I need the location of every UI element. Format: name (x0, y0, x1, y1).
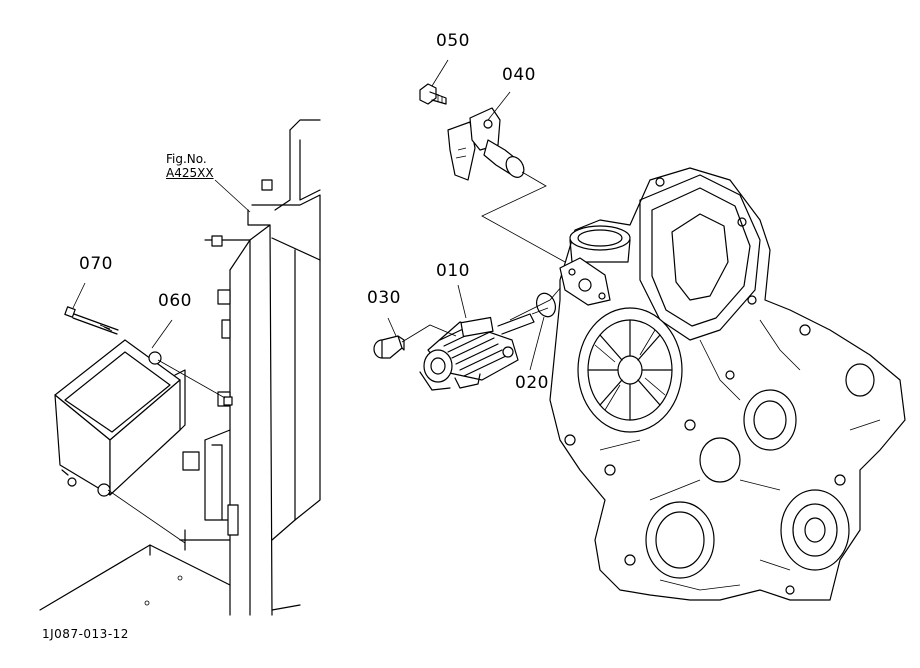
plug-mount-leader (401, 324, 457, 343)
tensioner-axis-line2 (509, 285, 563, 321)
callout-050: 050 (436, 31, 470, 51)
fig-ref-line2: A425XX (166, 166, 214, 180)
sensor-040 (447, 107, 525, 181)
callout-010: 010 (436, 261, 470, 281)
leader-070 (72, 282, 86, 309)
plug-030 (373, 335, 405, 359)
leader-010 (457, 284, 467, 319)
callout-020: 020 (515, 373, 549, 393)
fig-ref-line1: Fig.No. (166, 152, 207, 166)
callout-060: 060 (158, 291, 192, 311)
sensor-mount-leader (481, 171, 566, 263)
leader-060 (151, 319, 173, 349)
box-leader-bottom (107, 489, 186, 544)
leader-050 (431, 59, 449, 87)
leader-030 (387, 317, 397, 337)
bolt-050 (419, 83, 447, 105)
leader-040 (487, 91, 511, 121)
fig-ref-leader (214, 179, 251, 213)
box-leader-top (157, 359, 226, 399)
frame-bracket (39, 119, 321, 616)
callout-070: 070 (79, 254, 113, 274)
fig-ref-label: Fig.No. A425XX (166, 152, 214, 180)
drawing-number: 1J087-013-12 (42, 627, 129, 641)
controller-box (54, 339, 186, 497)
callout-040: 040 (502, 65, 536, 85)
leader-020 (529, 316, 545, 371)
oring-020 (535, 292, 557, 318)
tensioner-axis-line (531, 307, 549, 315)
callout-030: 030 (367, 288, 401, 308)
tensioner-010 (419, 313, 535, 391)
gear-case (549, 167, 906, 601)
bolt-070 (64, 306, 119, 335)
